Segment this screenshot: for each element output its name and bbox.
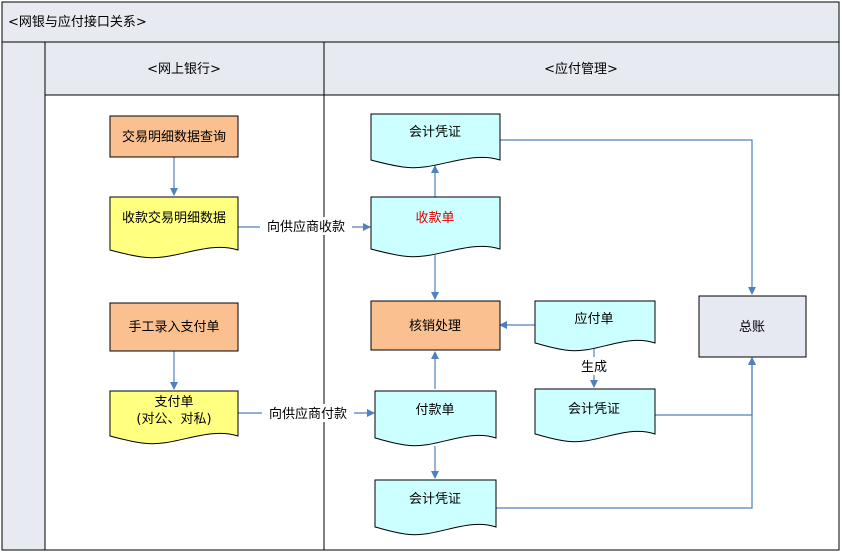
node-payment-order-label-2: (对公、对私) <box>136 412 211 427</box>
lane-title-bank: <网上银行> <box>147 62 221 77</box>
title-bar <box>1 1 840 43</box>
node-voucher-bottom-label: 会计凭证 <box>409 492 461 507</box>
lane-header-ap <box>323 41 840 96</box>
node-receipt-doc <box>370 196 501 258</box>
node-payment-doc-label: 付款单 <box>415 403 454 418</box>
edge-label-generate: 生成 <box>581 360 607 375</box>
node-voucher-top <box>370 113 501 169</box>
node-receipt-transaction-data <box>109 196 239 259</box>
node-ledger-label: 总账 <box>739 320 765 335</box>
node-receipt-transaction-data-label: 收款交易明细数据 <box>122 210 226 226</box>
node-voucher-bottom <box>374 479 497 536</box>
node-voucher-mid-label: 会计凭证 <box>568 402 620 417</box>
node-transaction-query <box>109 115 239 158</box>
node-voucher-mid <box>534 388 656 443</box>
node-manual-entry-label: 手工录入支付单 <box>128 320 219 335</box>
lane-gutter <box>1 41 46 551</box>
node-receipt-doc-label: 收款单 <box>415 211 454 226</box>
node-ledger <box>698 295 807 358</box>
edge-label-payment-flow: 向供应商付款 <box>269 406 347 422</box>
node-payable-doc <box>534 300 656 352</box>
node-transaction-query-label: 交易明细数据查询 <box>122 129 226 145</box>
lane-header-bank <box>44 41 325 96</box>
edge-voucher-bottom-to-ledger <box>496 357 756 509</box>
lane-title-ap: <应付管理> <box>544 61 618 77</box>
node-writeoff <box>370 300 501 351</box>
diagram-title: <网银与应付接口关系> <box>8 14 147 30</box>
edge-voucher-top-to-ledger <box>500 139 756 295</box>
node-payable-doc-label: 应付单 <box>574 311 613 327</box>
node-payment-doc <box>374 390 497 447</box>
node-voucher-top-label: 会计凭证 <box>409 125 461 140</box>
node-manual-entry <box>109 302 239 352</box>
node-payment-order <box>109 390 239 445</box>
node-writeoff-label: 核销处理 <box>409 319 461 334</box>
node-payment-order-label-1: 支付单 <box>154 395 193 410</box>
edge-label-receipt-flow: 向供应商收款 <box>267 219 345 235</box>
